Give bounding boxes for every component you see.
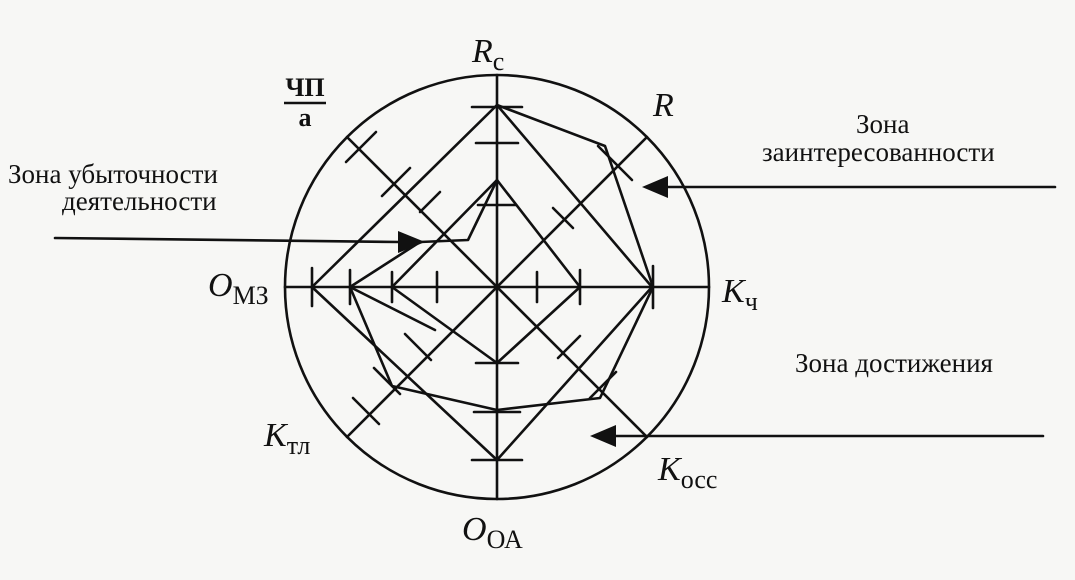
axis-diagonal-kocc [345,135,649,439]
arrowhead-interest [642,176,668,198]
axis-label-omz: OМЗ [208,267,269,310]
zone-achievement: Зона достижения [795,348,993,378]
axis-label-r: R [652,87,674,124]
indicator-edge [348,285,437,332]
zone-loss-line1: Зона убыточности [8,159,218,189]
arrowhead-achievement [590,425,616,447]
zone-loss-line2: деятельности [62,186,217,216]
inner-square [390,178,582,365]
fraction-denominator: а [299,103,312,132]
fraction-label: ЧП а [284,73,326,132]
arrow-loss-zone [53,236,402,244]
ticks-diagonal-kocc [344,130,618,400]
axis-label-ktl: Kтл [263,417,310,460]
arrowhead-loss [398,231,425,253]
axis-label-kch: Kч [721,273,758,316]
axis-label-kocc: Kосс [657,451,717,494]
ticks-diagonal-r-ktl [351,144,634,426]
fraction-numerator: ЧП [285,73,324,102]
zone-interest-line2: заинтересованности [762,137,995,167]
zone-interest-line1: Зона [856,109,909,139]
indicator-polygon [348,103,655,412]
axis-label-rc: Rс [471,33,504,76]
outer-square [310,103,654,462]
axis-label-ooa: OОА [462,511,523,554]
